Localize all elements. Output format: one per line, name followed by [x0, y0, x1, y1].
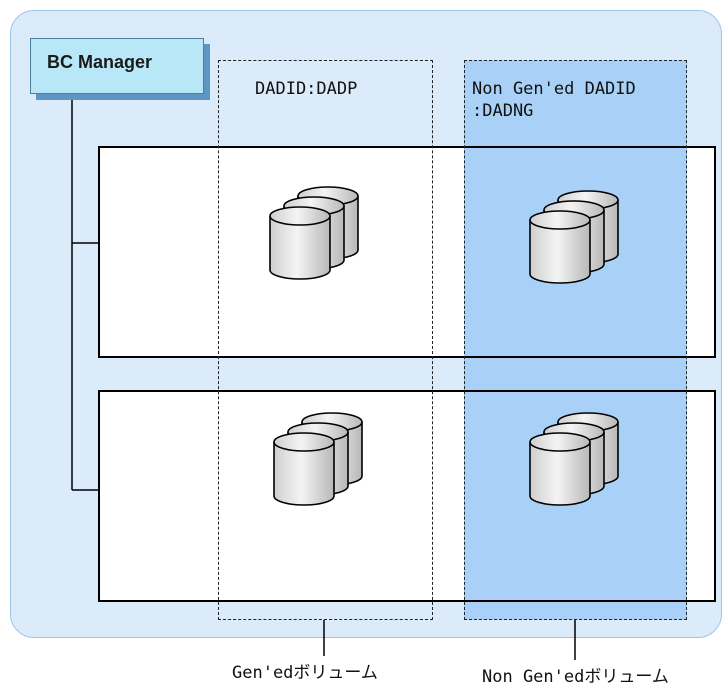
gened-volume-group — [218, 60, 433, 620]
volume-icon-non-gened-top — [529, 190, 619, 284]
dadid-label: DADID:DADP — [255, 79, 358, 99]
volume-icon-non-gened-bottom — [529, 412, 619, 506]
volume-icon-gened-bottom — [273, 412, 363, 506]
non-gened-volume-group — [464, 60, 687, 620]
gened-volume-label: Gen'edボリューム — [232, 663, 378, 683]
non-gened-volume-label: Non Gen'edボリューム — [482, 667, 669, 687]
volume-icon-gened-top — [269, 186, 359, 280]
non-gened-dadid-label: Non Gen'ed DADID :DADNG — [472, 79, 636, 121]
bc-manager-box: BC Manager — [30, 38, 204, 94]
